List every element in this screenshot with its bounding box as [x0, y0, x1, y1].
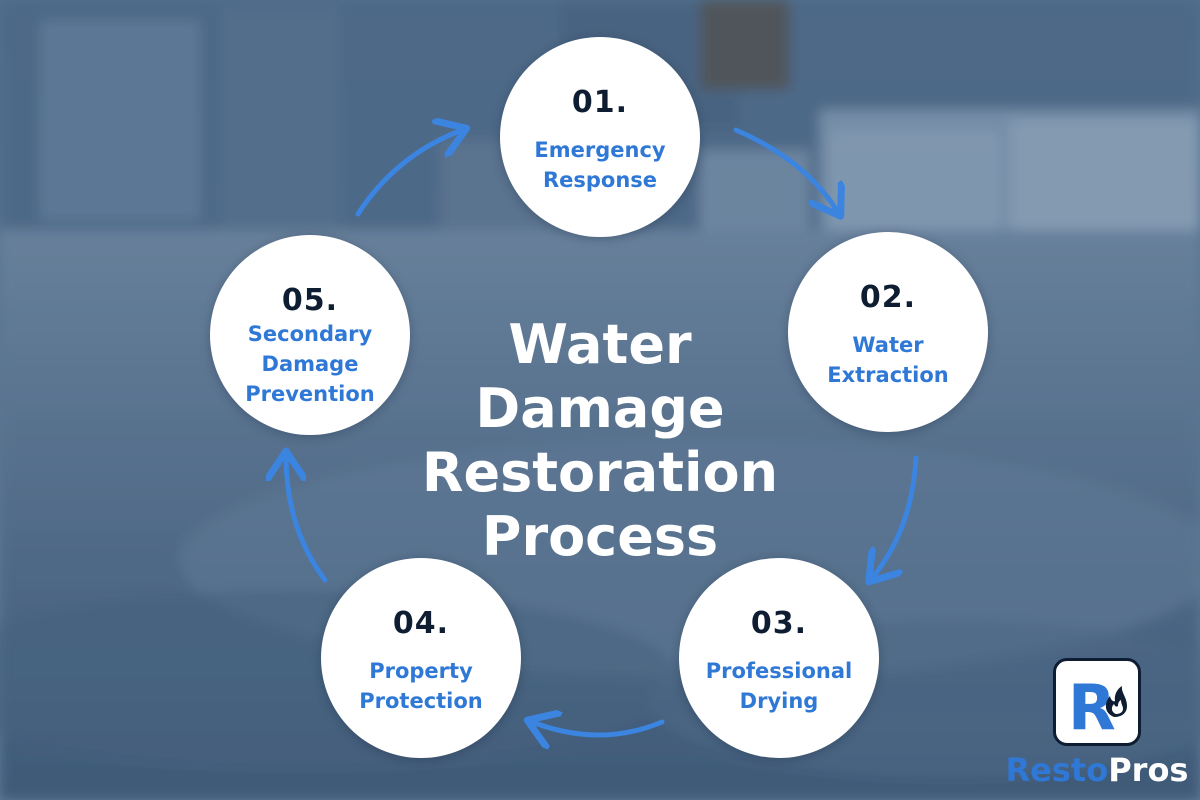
brand-name-part1: Resto	[1005, 751, 1109, 789]
step-label: Secondary Damage Prevention	[245, 322, 375, 406]
step-number: 04.	[392, 606, 450, 641]
arrow-icon	[286, 456, 328, 583]
step-circle-05: 05. Secondary Damage Prevention	[210, 235, 410, 435]
step-label: Water Extraction	[827, 333, 949, 387]
title-line: Process	[481, 505, 719, 568]
step-circle-01: 01. Emergency Response	[500, 37, 700, 237]
arrow-icon	[355, 130, 462, 217]
arrow-icon	[532, 722, 665, 735]
step-label: Professional Drying	[705, 659, 853, 713]
logo: R	[1053, 658, 1141, 746]
brand-name-part2: Pros	[1108, 751, 1189, 789]
brand-name: RestoPros	[1004, 750, 1190, 790]
step-label: Emergency Response	[534, 138, 666, 192]
diagram-title: Water Damage Restoration Process	[400, 313, 800, 569]
step-number: 05.	[281, 283, 339, 318]
title-line: Water	[508, 313, 692, 376]
arrow-icon	[872, 455, 919, 578]
step-label: Property Protection	[359, 659, 483, 713]
step-number: 02.	[859, 280, 917, 315]
arrow-icon	[733, 127, 838, 212]
title-line: Damage	[475, 377, 725, 440]
title-line: Restoration	[421, 441, 779, 504]
step-circle-04: 04. Property Protection	[321, 558, 521, 758]
step-number: 03.	[750, 606, 808, 641]
step-circle-02: 02. Water Extraction	[788, 232, 988, 432]
flame-icon	[1105, 686, 1127, 717]
step-circle-03: 03. Professional Drying	[679, 558, 879, 758]
step-number: 01.	[571, 85, 629, 120]
